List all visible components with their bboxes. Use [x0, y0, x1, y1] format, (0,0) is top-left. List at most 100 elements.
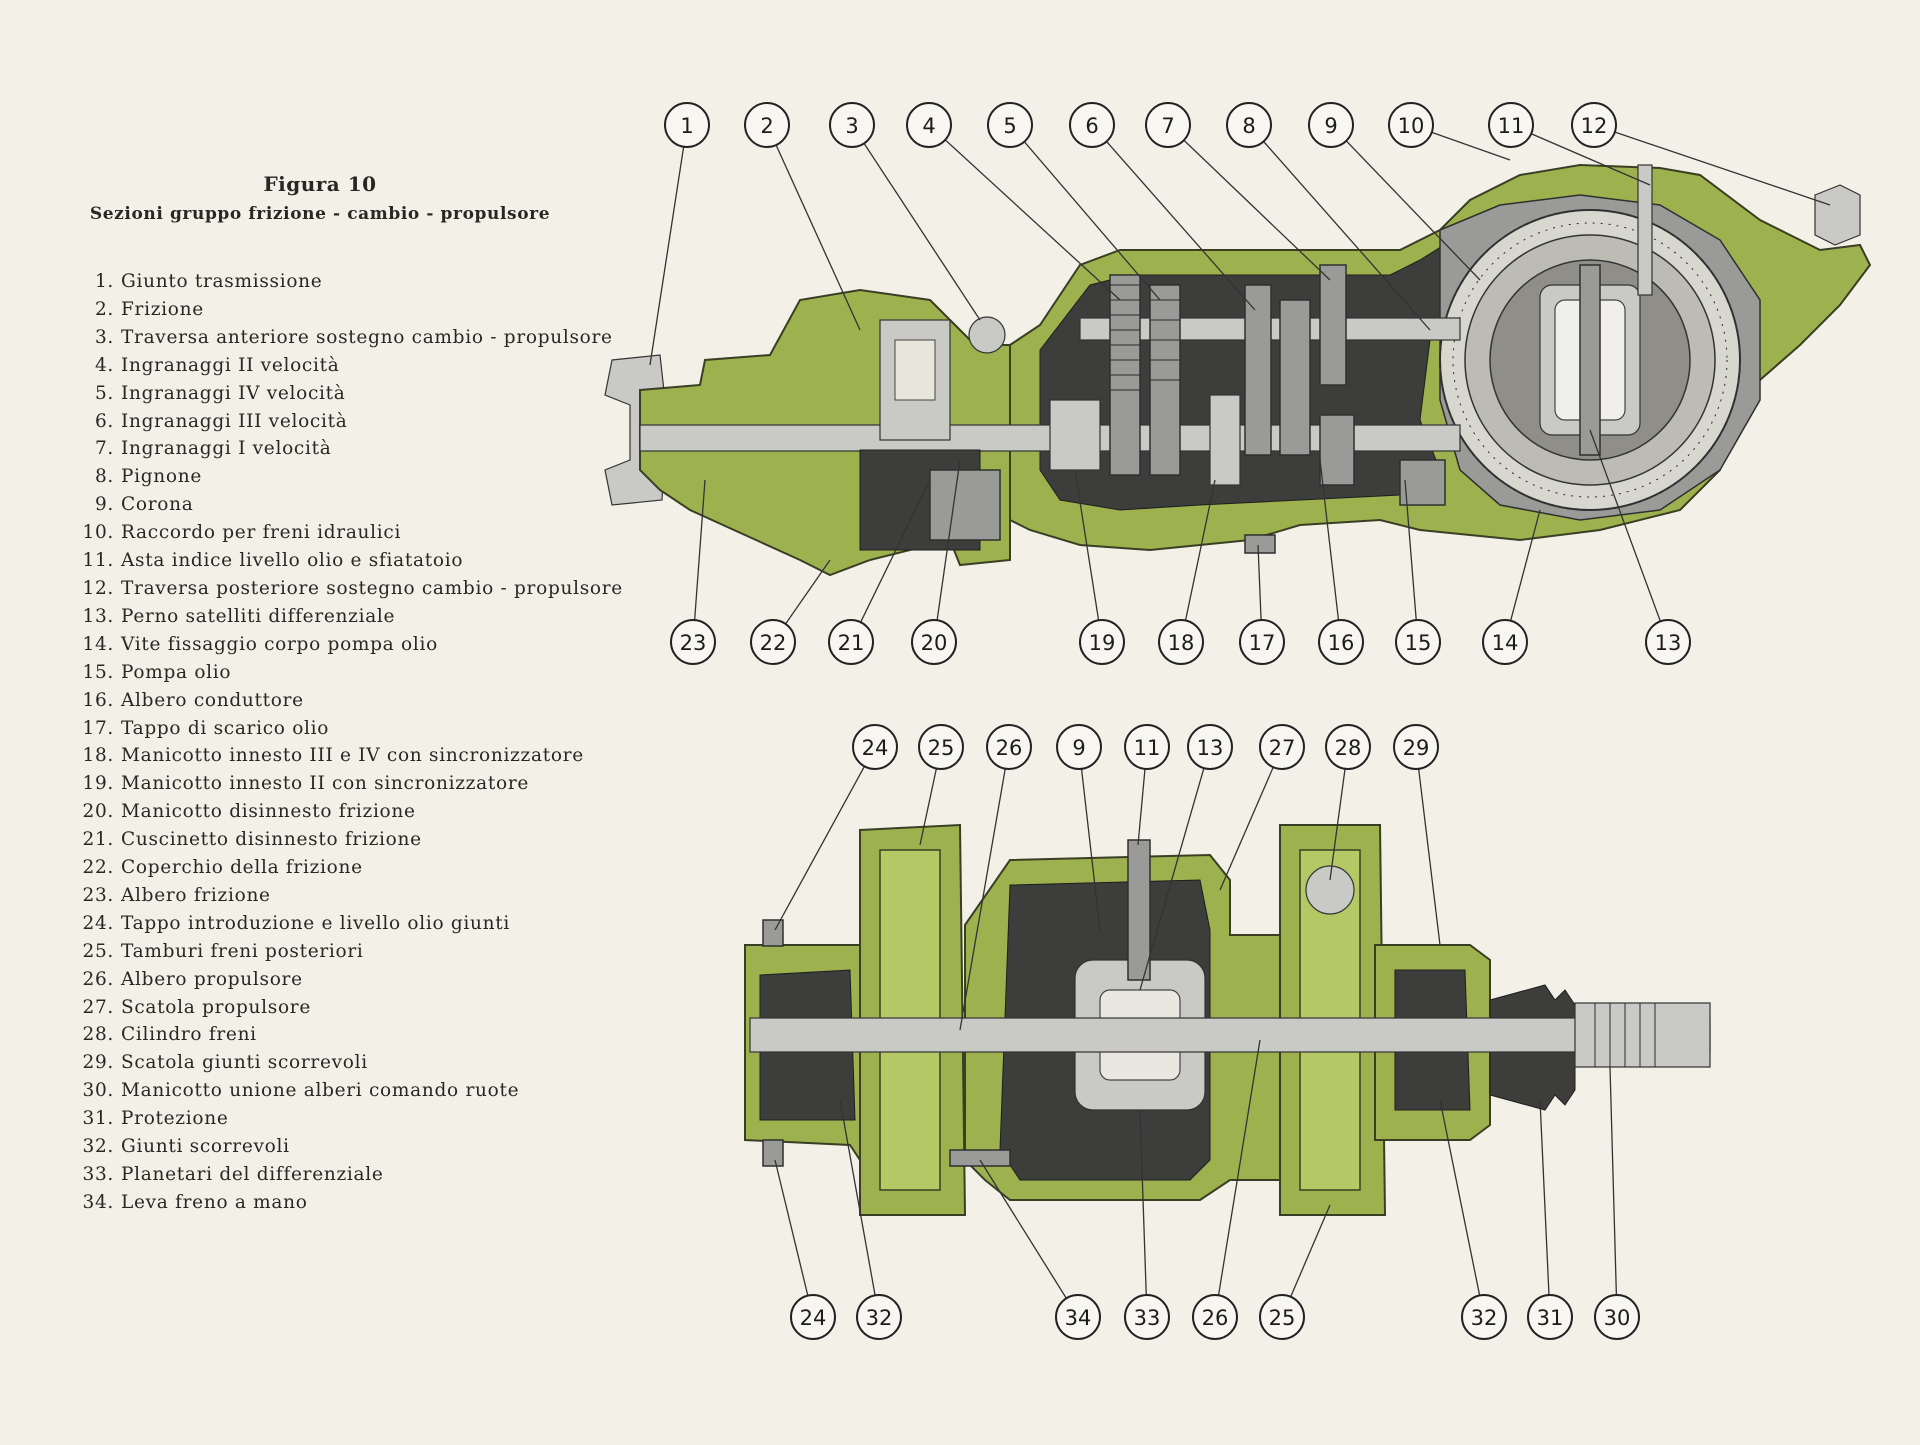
callout-number: 19 [1089, 631, 1116, 655]
callout-circle [1325, 724, 1371, 770]
legend-item-label: Scatola propulsore [121, 996, 311, 1018]
callout-leader [1139, 746, 1211, 991]
legend-item-label: Pompa olio [121, 661, 232, 683]
legend-item-label: Frizione [121, 298, 204, 320]
legend-item: 28. Cilindro freni [78, 1021, 623, 1049]
legend-item: 9.Corona [78, 491, 623, 519]
callout-number: 26 [1202, 1306, 1229, 1330]
legend-item-number: 32. [82, 1136, 114, 1158]
legend-item-label: Albero conduttore [121, 689, 304, 711]
legend-item-number: 25. [82, 940, 114, 962]
callout-number: 1 [680, 114, 693, 138]
callout-circle [750, 619, 796, 665]
callout-number: 9 [1324, 114, 1337, 138]
part-callout: 28 [1325, 724, 1371, 770]
legend-item-number: 14. [82, 633, 114, 655]
legend-item-label: Cilindro freni [121, 1024, 257, 1046]
callout-leader [850, 479, 931, 643]
part-callout: 31 [1527, 1294, 1573, 1340]
callout-number: 11 [1134, 736, 1161, 760]
part-callout: 2 [744, 102, 790, 148]
part-callout: 6 [1069, 102, 1115, 148]
legend-item-label: Corona [121, 494, 194, 516]
part-callout: 21 [828, 619, 874, 665]
legend-item-label: Tappo di scarico olio [121, 717, 330, 739]
legend-item-number: 18. [82, 745, 114, 767]
callout-circle [1055, 1294, 1101, 1340]
legend-item: 24.Tappo introduzione e livello olio giu… [78, 910, 623, 938]
legend-item-number: 17. [82, 717, 114, 739]
callout-circle [1259, 724, 1305, 770]
callout-number: 21 [838, 631, 865, 655]
callout-circle [1187, 724, 1233, 770]
legend-item: 27.Scatola propulsore [78, 994, 623, 1022]
callout-circle [1308, 102, 1354, 148]
legend-item: 21.Cuscinetto disinnesto frizione [78, 826, 623, 854]
callout-number: 26 [996, 736, 1023, 760]
legend-item-number: 23. [82, 884, 114, 906]
callout-leader [1214, 1039, 1261, 1318]
callout-circle [906, 102, 952, 148]
legend-item: 22. Coperchio della frizione [78, 854, 623, 882]
part-callout: 29 [1393, 724, 1439, 770]
callout-number: 7 [1161, 114, 1174, 138]
callout-leader [774, 746, 876, 931]
callout-circle [670, 619, 716, 665]
callout-circle [828, 619, 874, 665]
callout-circle [1239, 619, 1285, 665]
callout-number: 25 [1269, 1306, 1296, 1330]
callout-leader [1539, 1099, 1551, 1318]
bottom-section-drawing [744, 823, 1711, 1216]
part-callout: 33 [1124, 1294, 1170, 1340]
callout-circle [1482, 619, 1528, 665]
front-crossmember-eye [968, 316, 1006, 354]
legend-item: 14.Vite fissaggio corpo pompa olio [78, 631, 623, 659]
gear-stack [1049, 264, 1355, 486]
callout-number: 32 [866, 1306, 893, 1330]
callout-circle [1192, 1294, 1238, 1340]
callout-circle [790, 1294, 836, 1340]
callout-leader [692, 479, 706, 643]
callout-number: 2 [760, 114, 773, 138]
legend-item: 4.Ingranaggi II velocità [78, 352, 623, 380]
callout-leader [1180, 479, 1216, 643]
legend-item: 34.Leva freno a mano [78, 1189, 623, 1217]
callout-leader [1078, 746, 1101, 931]
callout-leader [766, 124, 861, 331]
legend-item-label: Planetari del differenziale [121, 1164, 384, 1185]
callout-circle [986, 724, 1032, 770]
brake-cylinder [1305, 865, 1355, 915]
legend-item-label: Manicotto unione alberi comando ruote [121, 1080, 520, 1102]
legend-item-number: 30. [82, 1080, 114, 1102]
callout-circle [987, 102, 1033, 148]
legend-item-label: Coperchio della frizione [121, 857, 363, 879]
legend-item-number: 31. [82, 1108, 114, 1130]
callout-circle [664, 102, 710, 148]
legend-item-number: 12. [82, 577, 114, 599]
oil-dipstick [1637, 164, 1653, 296]
legend-item: 25. Tamburi freni posteriori [78, 938, 623, 966]
callout-circle [1056, 724, 1102, 770]
legend-item-number: 28. [82, 1024, 114, 1046]
callout-leader [1609, 1066, 1618, 1318]
part-callout: 26 [1192, 1294, 1238, 1340]
legend-item: 3.Traversa anteriore sostegno cambio - p… [78, 324, 623, 352]
legend-item-number: 22. [82, 857, 114, 879]
part-callout: 19 [1079, 619, 1125, 665]
legend-item-number: 34. [82, 1191, 114, 1213]
legend-item: 31.Protezione [78, 1105, 623, 1133]
part-callout: 32 [1461, 1294, 1507, 1340]
legend-item-number: 7. [94, 438, 114, 460]
callout-circle [852, 724, 898, 770]
callout-circle [1124, 1294, 1170, 1340]
callout-number: 30 [1604, 1306, 1631, 1330]
callout-leader [1074, 469, 1103, 643]
callout-circle [1069, 102, 1115, 148]
legend-item-label: Tamburi freni posteriori [121, 940, 364, 962]
part-callout: 13 [1645, 619, 1691, 665]
legend-item-number: 4. [94, 354, 114, 376]
callout-circle [1318, 619, 1364, 665]
legend-item: 15.Pompa olio [78, 659, 623, 687]
callout-leader [649, 124, 688, 366]
